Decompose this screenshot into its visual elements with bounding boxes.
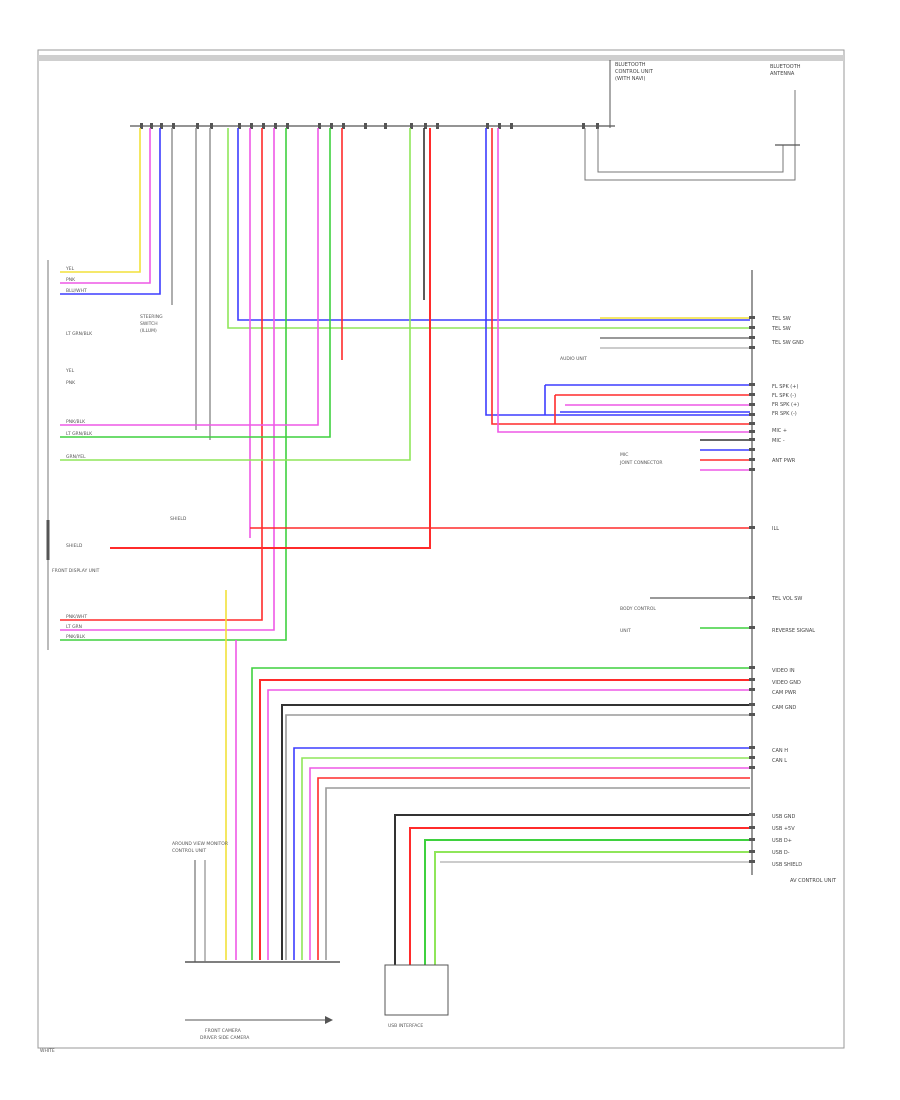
left-unit-label: STEERING (140, 314, 163, 320)
camera-unit: AROUND VIEW MONITOR CONTROL UNIT FRONT C… (172, 841, 340, 1041)
vertical-wires (60, 128, 750, 641)
right-label: USB SHIELD (772, 862, 802, 868)
sub-label: AUDIO UNIT (560, 356, 587, 362)
left-unit-label: SWITCH (140, 321, 158, 327)
right-label: ANT PWR (772, 458, 796, 464)
right-label: TEL VOL SW (771, 596, 802, 602)
left-label: SHIELD (66, 543, 83, 549)
right-label: TEL SW (771, 326, 791, 332)
right-label: CAM GND (772, 705, 796, 711)
bt-label-4: BLUETOOTH (770, 64, 801, 70)
left-label: BLU/WHT (66, 288, 87, 294)
bt-label-3: (WITH NAVI) (615, 76, 646, 82)
right-label: FR SPK (-) (772, 411, 797, 417)
sub-label: BODY CONTROL (620, 606, 656, 612)
camera-caption-2: DRIVER SIDE CAMERA (200, 1035, 250, 1041)
bt-label-5: ANTENNA (770, 71, 795, 77)
right-label: REVERSE SIGNAL (772, 628, 815, 634)
right-label: MIC + (772, 428, 787, 434)
left-label: LT GRN (66, 624, 82, 630)
left-label: PNK/BLK (66, 634, 86, 640)
right-label: MIC - (772, 438, 785, 444)
sub-label: UNIT (620, 628, 631, 634)
camera-label-1: AROUND VIEW MONITOR (172, 841, 228, 847)
right-label: ILL (772, 526, 779, 532)
camera-caption-1: FRONT CAMERA (205, 1028, 242, 1034)
left-label: LT GRN/BLK (66, 431, 93, 437)
left-label: YEL (65, 368, 75, 374)
right-label: USB D+ (772, 838, 792, 844)
camera-harness (225, 590, 750, 960)
sub-label: JOINT CONNECTOR (619, 460, 663, 466)
usb-caption: USB INTERFACE (388, 1023, 423, 1029)
right-label: TEL SW (771, 316, 791, 322)
right-label: USB D- (772, 850, 790, 856)
right-label: FL SPK (-) (772, 393, 796, 399)
bluetooth-unit: BLUETOOTH CONTROL UNIT (WITH NAVI) BLUET… (584, 60, 801, 181)
right-labels: TEL SW TEL SW TEL SW GND FL SPK (+) FL S… (560, 316, 837, 884)
left-unit-label: SHIELD (170, 516, 187, 522)
right-side-wires (544, 317, 750, 629)
camera-label-2: CONTROL UNIT (172, 848, 206, 854)
bt-label-2: CONTROL UNIT (615, 69, 654, 75)
left-label: PNK/WHT (66, 614, 87, 620)
right-label: USB +5V (772, 826, 795, 832)
left-unit-label: (ILLUM) (140, 328, 157, 334)
left-label: LT GRN/BLK (66, 331, 93, 337)
top-connector-pins (140, 123, 599, 129)
right-label: TEL SW GND (771, 340, 804, 346)
left-label: GRN/YEL (66, 454, 86, 460)
bt-label-1: BLUETOOTH (615, 62, 646, 68)
diagram-frame (37, 49, 845, 1049)
left-label: PNK (66, 277, 76, 283)
left-label: YEL (65, 266, 75, 272)
right-label: USB GND (772, 814, 795, 820)
left-label: PNK/BLK (66, 419, 86, 425)
usb-interface: USB INTERFACE (384, 964, 449, 1029)
right-label: CAN L (772, 758, 787, 764)
right-connector-pins (749, 316, 755, 863)
right-label: CAM PWR (772, 690, 797, 696)
right-label: FL SPK (+) (772, 384, 798, 390)
left-label: PNK (66, 380, 76, 386)
left-labels: YEL PNK BLU/WHT LT GRN/BLK YEL PNK PNK/B… (52, 266, 187, 640)
right-label: VIDEO IN (772, 668, 795, 674)
usb-harness (394, 814, 750, 965)
sub-label: MIC (620, 452, 628, 458)
arrow-right-icon (325, 1016, 333, 1024)
right-label: VIDEO GND (772, 680, 801, 686)
page-label: WHITE (40, 1048, 55, 1054)
left-unit-label: FRONT DISPLAY UNIT (52, 568, 100, 574)
right-unit-label: AV CONTROL UNIT (790, 878, 837, 884)
right-label: FR SPK (+) (772, 402, 799, 408)
right-label: CAN H (772, 748, 788, 754)
